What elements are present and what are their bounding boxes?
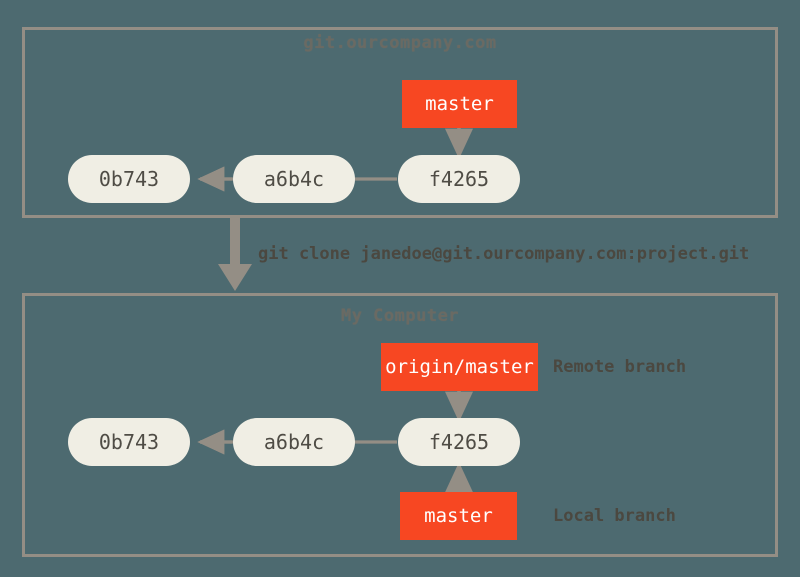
panel-my-computer: [22, 293, 778, 557]
branch-box-local-master[interactable]: master: [400, 492, 517, 540]
commit-label: f4265: [428, 430, 490, 454]
commit-node-0b743-local[interactable]: 0b743: [68, 418, 190, 466]
commit-node-f4265-local[interactable]: f4265: [398, 418, 520, 466]
branch-box-remote-master[interactable]: master: [402, 80, 517, 128]
commit-node-0b743-remote[interactable]: 0b743: [68, 155, 190, 203]
commit-node-a6b4c-local[interactable]: a6b4c: [233, 418, 355, 466]
commit-node-f4265-remote[interactable]: f4265: [398, 155, 520, 203]
panel-remote-server: [22, 27, 778, 218]
commit-node-a6b4c-remote[interactable]: a6b4c: [233, 155, 355, 203]
local-branch-side-label: Local branch: [553, 506, 676, 526]
clone-down-arrow-icon: [218, 218, 252, 291]
clone-command-label: git clone janedoe@git.ourcompany.com:pro…: [258, 244, 750, 264]
commit-label: a6b4c: [263, 430, 325, 454]
branch-box-origin-master[interactable]: origin/master: [381, 343, 538, 391]
commit-label: f4265: [428, 167, 490, 191]
remote-branch-side-label: Remote branch: [553, 357, 687, 377]
commit-label: a6b4c: [263, 167, 325, 191]
branch-label: origin/master: [385, 356, 534, 378]
panel-title-my-computer: My Computer: [340, 306, 460, 326]
panel-title-remote-server: git.ourcompany.com: [303, 33, 497, 53]
branch-label: master: [425, 93, 494, 115]
branch-label: master: [424, 505, 493, 527]
commit-label: 0b743: [98, 430, 160, 454]
commit-label: 0b743: [98, 167, 160, 191]
